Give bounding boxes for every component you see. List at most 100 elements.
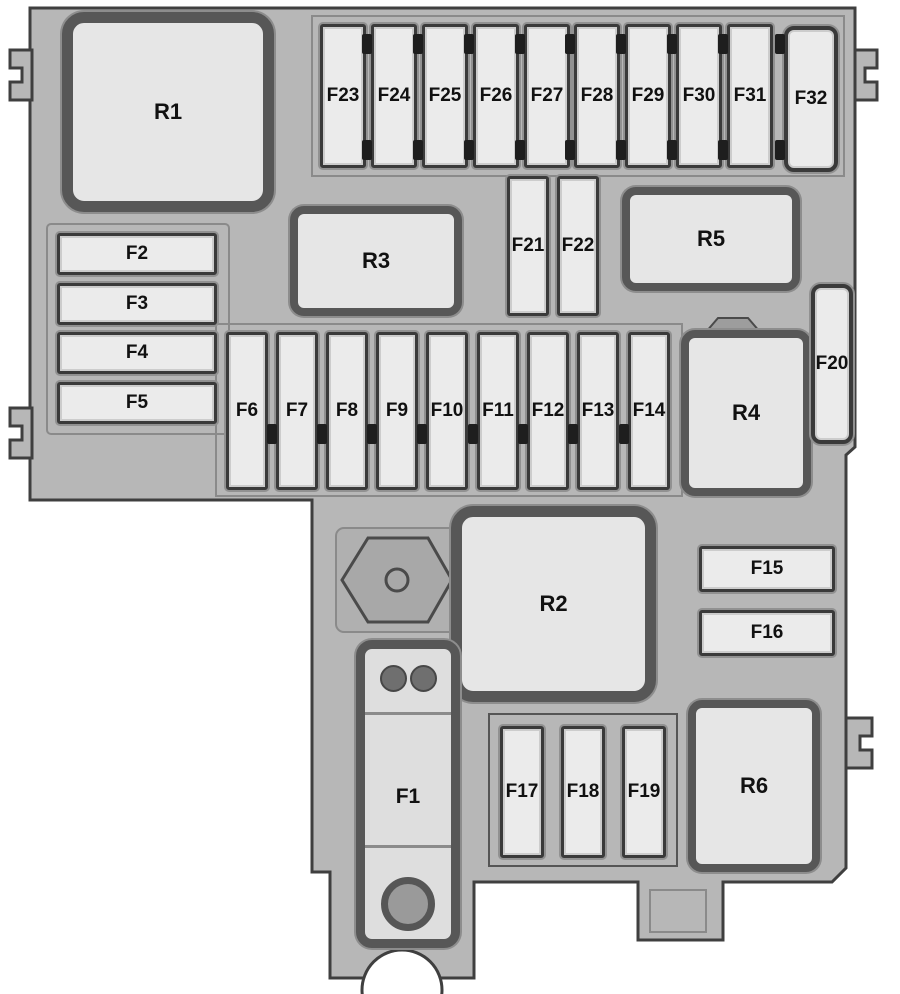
relay-label: R6 xyxy=(739,773,769,798)
fuse-f23: F23 xyxy=(320,24,366,168)
fuse-label: F3 xyxy=(125,293,149,314)
pin-mark xyxy=(468,424,478,444)
fuse-label: F9 xyxy=(385,400,409,421)
ridge-left-fuse-block xyxy=(46,223,230,435)
fuse-label: F12 xyxy=(531,400,565,421)
divider xyxy=(365,712,451,715)
fuse-f14: F14 xyxy=(628,332,670,490)
fuse-f29: F29 xyxy=(625,24,671,168)
pin-mark xyxy=(667,34,677,54)
pin-mark xyxy=(464,140,474,160)
pin-mark xyxy=(775,140,785,160)
fuse-f15: F15 xyxy=(699,546,835,592)
fuse-f5: F5 xyxy=(57,382,217,424)
fuse-label: F13 xyxy=(581,400,615,421)
fuse-f12: F12 xyxy=(527,332,569,490)
relay-label: R3 xyxy=(361,248,391,273)
pin-mark xyxy=(413,34,423,54)
hex-bolt-hole xyxy=(384,567,410,593)
pin-mark xyxy=(667,140,677,160)
fuse-label: F6 xyxy=(235,400,259,421)
pin-mark xyxy=(464,34,474,54)
pin-mark xyxy=(568,424,578,444)
pin-mark xyxy=(775,34,785,54)
relay-label: R4 xyxy=(731,400,761,425)
fuse-f21: F21 xyxy=(507,176,549,316)
clip-right-top xyxy=(853,48,879,102)
fuse-label: F25 xyxy=(428,85,462,106)
fuse-label: F1 xyxy=(395,785,421,808)
fuse-label: F22 xyxy=(561,235,595,256)
relay-r2: R2 xyxy=(451,506,656,702)
fuse-label: F2 xyxy=(125,243,149,264)
pin-mark xyxy=(718,34,728,54)
pin-mark xyxy=(619,424,629,444)
terminal-dot xyxy=(379,665,407,692)
fuse-label: F20 xyxy=(815,353,849,374)
fuse-label: F24 xyxy=(377,85,411,106)
divider xyxy=(365,845,451,848)
relay-r1: R1 xyxy=(62,12,274,212)
fuse-f3: F3 xyxy=(57,283,217,325)
fuse-label: F14 xyxy=(632,400,666,421)
relay-label: R1 xyxy=(153,99,183,124)
pin-mark xyxy=(515,140,525,160)
pin-mark xyxy=(616,140,626,160)
fuse-f2: F2 xyxy=(57,233,217,275)
fuse-label: F10 xyxy=(430,400,464,421)
fuse-f17: F17 xyxy=(500,726,544,858)
fuse-label: F32 xyxy=(794,88,828,109)
relay-r3: R3 xyxy=(290,206,462,316)
pin-mark xyxy=(413,140,423,160)
bottom-notch xyxy=(360,948,444,994)
pin-mark xyxy=(367,424,377,444)
terminal-dot xyxy=(409,665,437,692)
fuse-f4: F4 xyxy=(57,332,217,374)
fuse-f30: F30 xyxy=(676,24,722,168)
fuse-f28: F28 xyxy=(574,24,620,168)
relay-r5: R5 xyxy=(622,187,800,291)
ridge-foot xyxy=(649,889,707,933)
fuse-label: F26 xyxy=(479,85,513,106)
fuse-label: F23 xyxy=(326,85,360,106)
fuse-f1: F1 xyxy=(356,640,460,948)
fuse-block-f17-f19 xyxy=(488,713,678,867)
fuse-label: F11 xyxy=(482,400,514,421)
pin-mark xyxy=(565,34,575,54)
fuse-f11: F11 xyxy=(477,332,519,490)
fuse-label: F31 xyxy=(733,85,767,106)
pin-mark xyxy=(362,140,372,160)
fuse-f9: F9 xyxy=(376,332,418,490)
relay-r6: R6 xyxy=(688,700,820,872)
fuse-label: F29 xyxy=(631,85,665,106)
terminal-dots xyxy=(365,665,451,692)
fuse-label: F15 xyxy=(750,558,784,579)
fuse-label: F4 xyxy=(125,342,149,363)
fuse-f26: F26 xyxy=(473,24,519,168)
fuse-f8: F8 xyxy=(326,332,368,490)
fuse-f6: F6 xyxy=(226,332,268,490)
clip-left-mid xyxy=(8,406,34,460)
fuse-label: F7 xyxy=(285,400,309,421)
fuse-f10: F10 xyxy=(426,332,468,490)
hex-bolt xyxy=(340,536,454,624)
fuse-f20: F20 xyxy=(811,284,853,444)
fuse-label: F5 xyxy=(125,392,149,413)
fuse-label: F30 xyxy=(682,85,716,106)
clip-left-top xyxy=(8,48,34,102)
fuse-label: F8 xyxy=(335,400,359,421)
pin-mark xyxy=(616,34,626,54)
fuse-label: F28 xyxy=(580,85,614,106)
fuse-f16: F16 xyxy=(699,610,835,656)
fuse-f7: F7 xyxy=(276,332,318,490)
fuse-f32: F32 xyxy=(784,26,838,172)
pin-mark xyxy=(518,424,528,444)
pin-mark xyxy=(515,34,525,54)
clip-right-low xyxy=(844,716,874,770)
bolt-ring xyxy=(381,877,435,931)
fuse-f19: F19 xyxy=(622,726,666,858)
fuse-f22: F22 xyxy=(557,176,599,316)
fuse-f25: F25 xyxy=(422,24,468,168)
pin-mark xyxy=(718,140,728,160)
